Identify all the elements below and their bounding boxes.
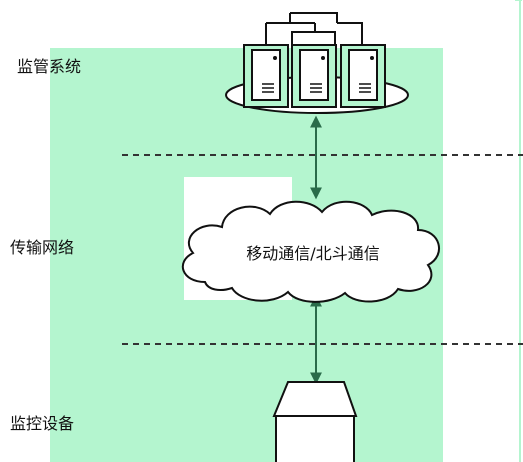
server-icon [291, 44, 337, 108]
layer-label-monitoring-system: 监管系统 [17, 57, 82, 76]
server-icon [243, 44, 289, 108]
device-band [50, 300, 443, 462]
transmission-band-left [50, 177, 184, 304]
server-tree-lines [265, 12, 363, 45]
layer-label-transmission-network: 传输网络 [10, 238, 75, 257]
left-frame [0, 0, 8, 462]
server-icon [340, 44, 386, 108]
network-label: 移动通信/北斗通信 [246, 244, 379, 263]
monitoring-device-icon [272, 381, 358, 462]
right-frame-lines [515, 0, 522, 462]
network-cloud [182, 200, 440, 303]
layer-label-monitoring-device: 监控设备 [10, 414, 75, 433]
